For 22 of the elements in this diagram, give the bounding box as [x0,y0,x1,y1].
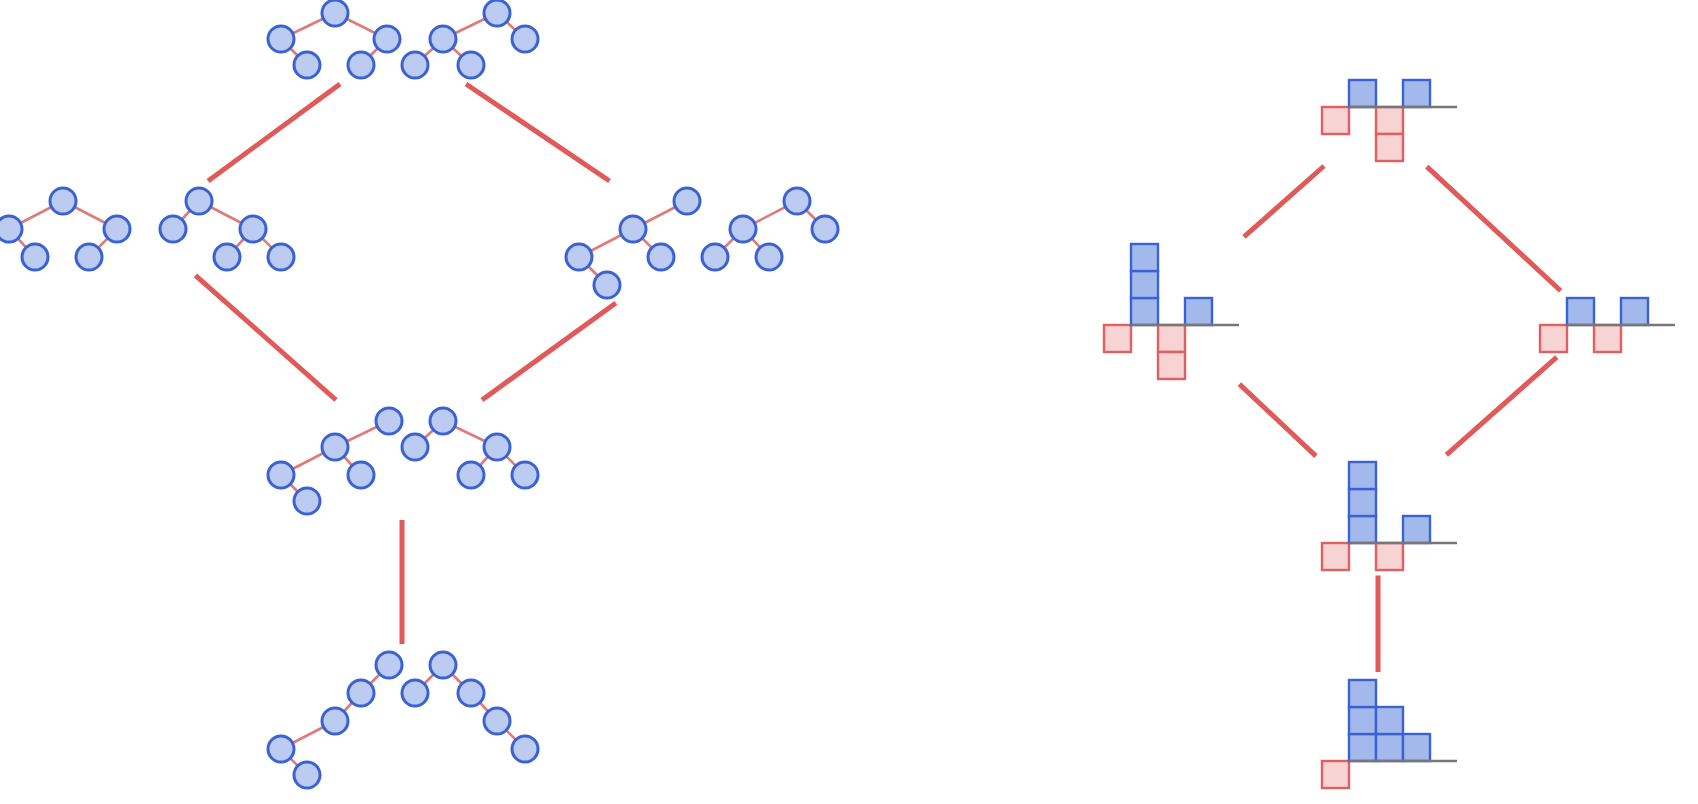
tree-drawing [265,405,539,515]
connector-line [193,273,338,402]
connector-line [1237,382,1318,458]
tree-drawing [157,185,295,271]
connector-line [1425,164,1563,293]
connector-line [464,81,611,184]
block-drawing [1102,241,1241,380]
connector-line [1242,164,1326,239]
block-drawing [1538,295,1677,353]
block-drawing [1320,77,1459,162]
connector-line [1375,575,1381,672]
connector-line [480,300,618,403]
block-drawing [1320,459,1459,571]
tree-drawing [265,649,539,789]
block-drawing [1320,677,1459,789]
connector-line [1444,355,1559,457]
tree-drawing [265,0,539,79]
connector-line [206,82,342,183]
tree-drawing [563,185,701,299]
tree-drawing [0,185,131,271]
connector-line [399,520,405,644]
tree-drawing [699,185,839,271]
